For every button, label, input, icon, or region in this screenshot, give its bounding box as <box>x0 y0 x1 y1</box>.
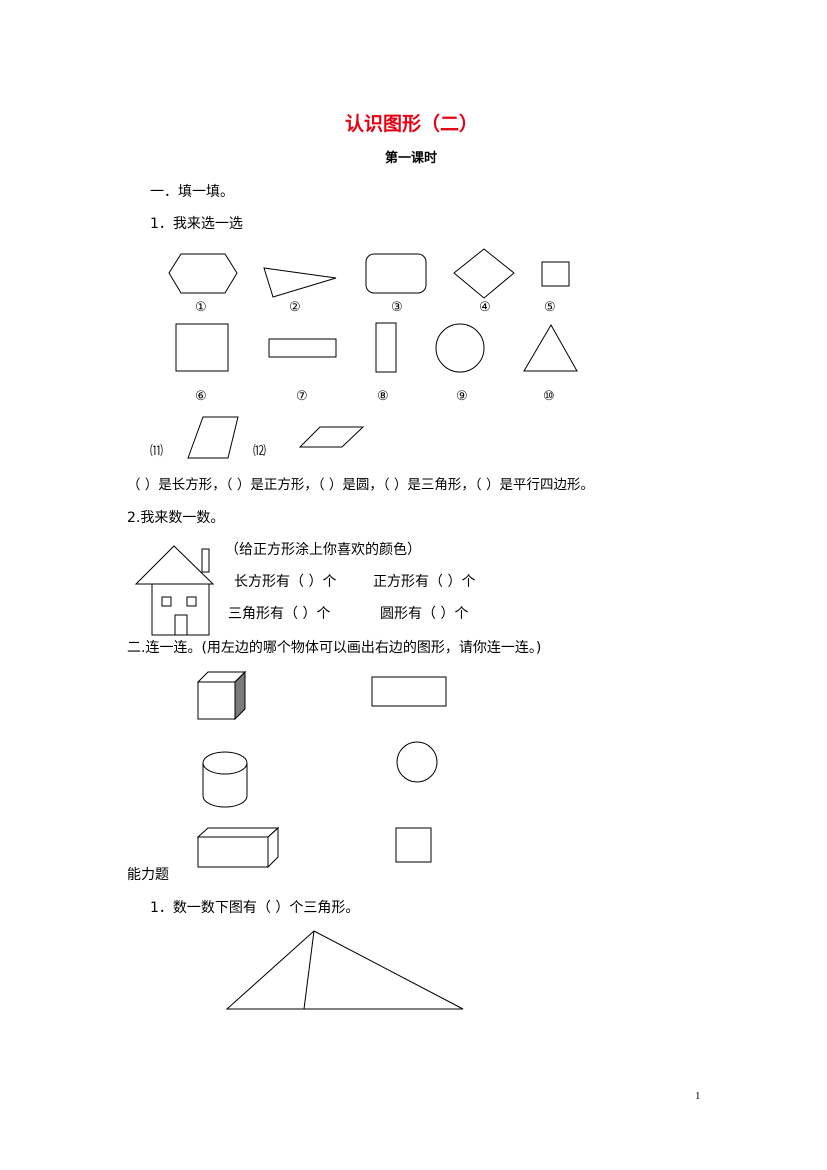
ability-question-1: 1．数一数下图有（ ）个三角形。 <box>150 900 360 916</box>
house-window-right <box>186 596 197 607</box>
shape-label-8: ⑧ <box>377 389 389 404</box>
connect-rectangle-shape <box>371 676 447 707</box>
cylinder-object <box>202 751 248 808</box>
cube-object <box>196 670 247 721</box>
house-door <box>174 614 188 636</box>
connect-square-shape <box>395 827 432 863</box>
square-count-blank: 正方形有（ ）个 <box>373 574 476 590</box>
shape-label-3: ③ <box>391 300 403 315</box>
shape-label-7: ⑦ <box>296 389 308 404</box>
large-square-shape <box>175 323 229 372</box>
scalene-triangle-shape <box>263 267 337 298</box>
shape-label-1: ① <box>195 300 207 315</box>
house-chimney <box>201 548 210 573</box>
wide-rectangle-shape <box>268 338 337 358</box>
shape-label-4: ④ <box>479 300 491 315</box>
question-1-label: 1．我来选一选 <box>150 216 243 232</box>
rectangle-count-blank: 长方形有（ ）个 <box>234 574 337 590</box>
q1-answer-line: （ ）是长方形，（ ）是正方形，（ ）是圆，（ ）是三角形，（ ）是平行四边形。 <box>127 477 594 493</box>
circle-shape <box>435 323 485 373</box>
hexagon-shape <box>168 253 238 294</box>
small-square-shape <box>541 261 570 287</box>
connect-circle-shape <box>396 741 438 783</box>
house-roof <box>134 545 215 585</box>
house-body <box>151 583 210 636</box>
house-window-left <box>161 596 172 607</box>
page-subtitle: 第一课时 <box>385 151 438 166</box>
shape-label-2: ② <box>289 300 301 315</box>
circle-count-blank: 圆形有（ ）个 <box>380 606 469 622</box>
triangle-shape <box>523 323 578 372</box>
rhombus-shape <box>453 248 515 299</box>
shape-label-9: ⑨ <box>456 389 468 404</box>
shape-label-12: ⑿ <box>253 444 267 459</box>
page-number: 1 <box>695 1090 701 1102</box>
page-title: 认识图形（二） <box>345 113 479 135</box>
parallelogram-flat-shape <box>298 426 365 448</box>
triangle-count-blank: 三角形有（ ）个 <box>228 606 331 622</box>
count-triangles-figure <box>225 930 464 1010</box>
parallelogram-tall-shape <box>187 416 239 459</box>
shape-label-5: ⑤ <box>544 300 556 315</box>
section2-heading: 二.连一连。(用左边的哪个物体可以画出右边的图形，请你连一连。) <box>127 640 542 656</box>
question-2-label: 2.我来数一数。 <box>127 510 225 526</box>
q2-note: （给正方形涂上你喜欢的颜色） <box>225 542 421 558</box>
shape-label-10: ⑩ <box>543 389 555 404</box>
rounded-rectangle-shape <box>365 253 427 294</box>
tall-rectangle-shape <box>375 322 397 373</box>
ability-heading: 能力题 <box>127 867 169 883</box>
section1-heading: 一．填一填。 <box>150 184 234 200</box>
cuboid-object <box>196 826 280 869</box>
triangle-divider-line <box>303 930 315 1010</box>
shape-label-6: ⑥ <box>195 389 207 404</box>
shape-label-11: ⑾ <box>150 444 164 459</box>
